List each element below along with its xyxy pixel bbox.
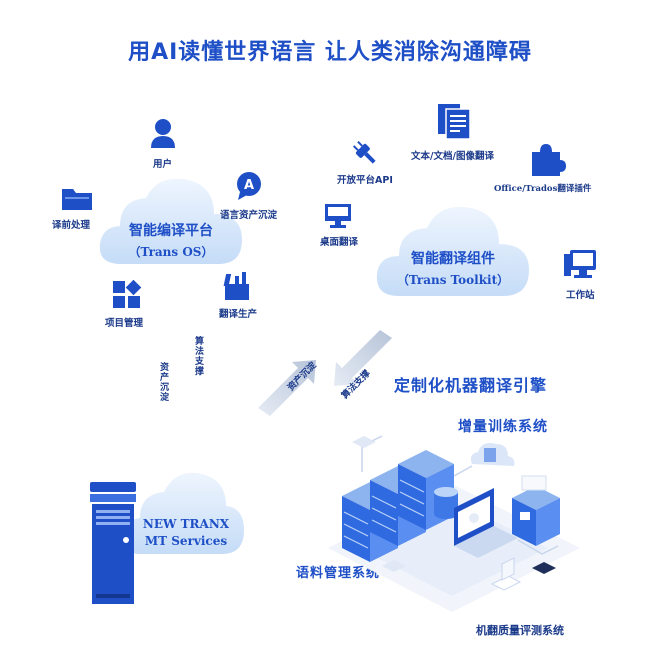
database-icon [434, 487, 458, 519]
workstation-icon [564, 250, 596, 278]
user-icon [151, 119, 175, 148]
asset-deposit-label-1: 资产沉淀 [158, 362, 168, 402]
preprocess-label: 译前处理 [52, 220, 91, 231]
user-label: 用户 [153, 159, 173, 170]
docs-label: 文本/文档/图像翻译 [411, 151, 494, 162]
asset-label: 语言资产沉淀 [220, 210, 278, 221]
quality-label: 机翻质量评测系统 [476, 624, 564, 637]
cloud-doc-icon [470, 443, 515, 466]
plug-icon [352, 140, 376, 164]
production-label: 翻译生产 [219, 309, 258, 320]
mt-services-label: NEW TRANX MT Services [142, 517, 230, 548]
laptop-icon [454, 488, 518, 558]
project-label: 项目管理 [105, 318, 144, 329]
sync-arrows [258, 330, 392, 416]
folder-icon [62, 189, 92, 210]
svg-text:A: A [244, 178, 254, 193]
monitor-icon [325, 204, 351, 228]
desktop-label: 桌面翻译 [320, 237, 359, 248]
corpus-label: 语料管理系统 [296, 566, 381, 581]
workstation-label: 工作站 [566, 290, 595, 301]
api-label: 开放平台API [337, 175, 393, 186]
platform-cloud [99, 178, 242, 264]
algo-support-label-1: 算法支撑 [193, 336, 203, 376]
server-icon [90, 482, 136, 604]
incremental-label: 增量训练系统 [458, 419, 548, 435]
grid-icon [113, 279, 142, 308]
translate-a-icon: A [237, 172, 261, 200]
toolkit-cloud [376, 206, 529, 296]
platform-label: 智能编译平台 （Trans OS） [128, 223, 214, 259]
puzzle-icon [532, 144, 566, 176]
machine-icon [512, 475, 560, 546]
page-title: 用AI读懂世界语言 让人类消除沟通障碍 [128, 40, 532, 65]
toolkit-label: 智能翻译组件 （Trans Toolkit） [396, 251, 510, 287]
engine-illustration [328, 435, 580, 612]
mt-cloud [121, 472, 244, 554]
factory-icon [223, 272, 249, 300]
small-doc-icon [490, 557, 522, 591]
engine-title: 定制化机器翻译引擎 [394, 376, 548, 395]
plugin-label: Office/Trados翻译插件 [494, 184, 592, 194]
document-icon [438, 104, 471, 140]
